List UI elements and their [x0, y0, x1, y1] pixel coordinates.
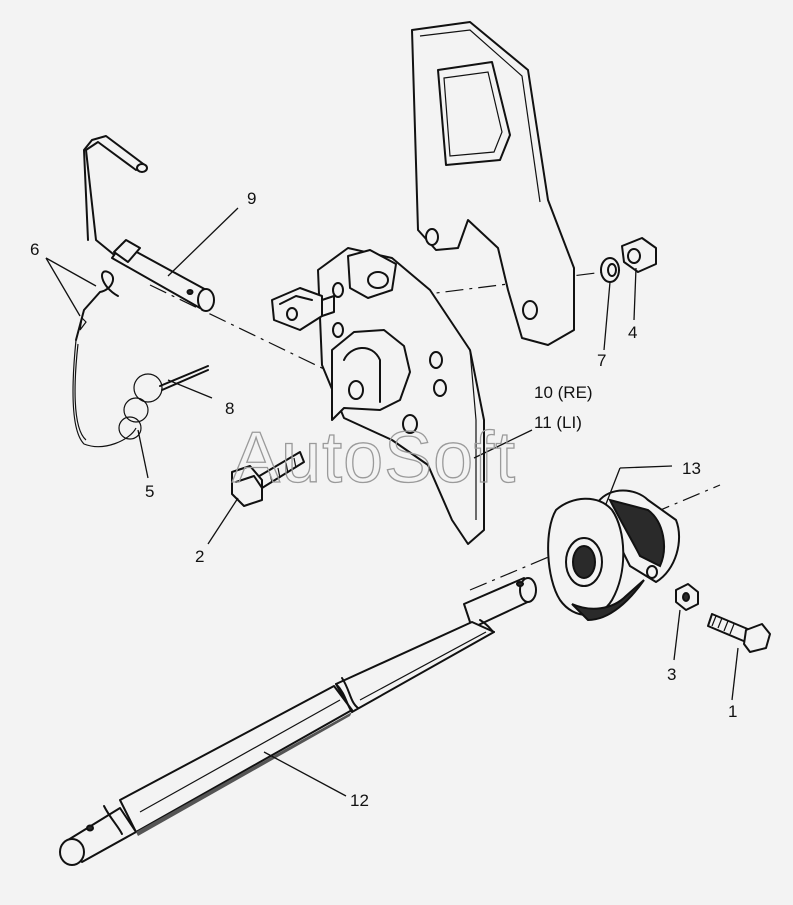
label-11-li: 11 (LI) [534, 413, 582, 432]
watermark-text: AutoSoft [232, 418, 516, 498]
label-5: 5 [145, 482, 154, 501]
label-4: 4 [628, 323, 637, 342]
label-2: 2 [195, 547, 204, 566]
clevis-block [271, 287, 335, 331]
bolt-1 [707, 613, 771, 653]
shaft-12 [59, 577, 537, 866]
label-12: 12 [350, 791, 369, 810]
label-7: 7 [597, 351, 606, 370]
hand-pin [83, 135, 215, 312]
washer-7 [600, 257, 620, 283]
spring-pin [159, 365, 209, 391]
mounting-plate [411, 21, 575, 346]
leader-lines [45, 207, 739, 797]
label-10-re: 10 (RE) [534, 383, 593, 402]
clip-and-chain [72, 270, 163, 448]
collar-13 [547, 489, 681, 622]
label-13: 13 [682, 459, 701, 478]
label-6: 6 [30, 240, 39, 259]
label-1: 1 [728, 702, 737, 721]
label-9: 9 [247, 189, 256, 208]
nut-4 [621, 237, 657, 273]
label-8: 8 [225, 399, 234, 418]
callout-labels: 9 6 8 5 2 4 7 10 (RE) 11 (LI) 13 3 1 12 [30, 189, 737, 810]
bolt-2 [231, 451, 305, 507]
main-bracket [317, 247, 485, 545]
label-3: 3 [667, 665, 676, 684]
nut-3 [675, 583, 699, 611]
